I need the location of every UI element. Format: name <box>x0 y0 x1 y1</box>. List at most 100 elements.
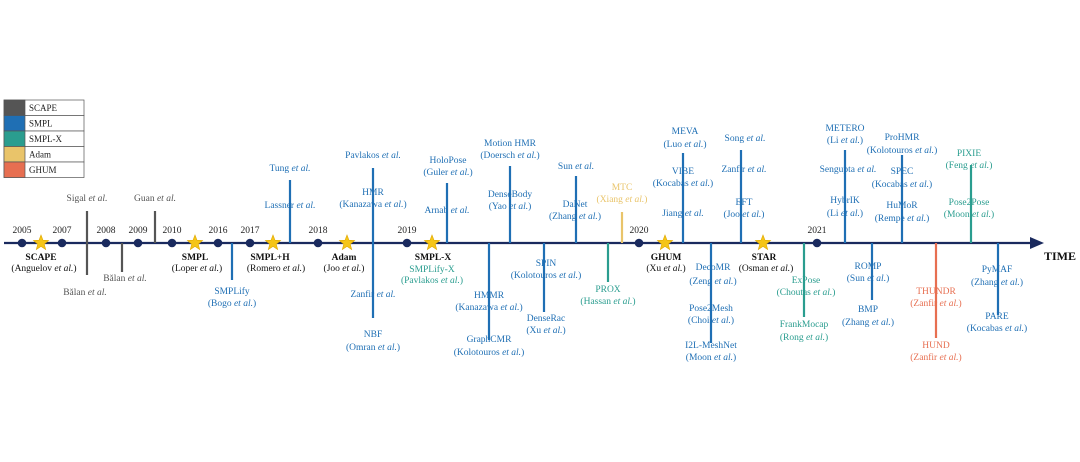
year-label-2007: 2007 <box>53 226 72 236</box>
year-dot-2010 <box>167 238 177 248</box>
method-holopose-12-name: HoloPose <box>430 156 467 166</box>
method-holopose-12-cite: (Guler et al.) <box>423 167 472 178</box>
method-eft-32-cite: (Joo et al.) <box>724 209 765 220</box>
year-dot-2018 <box>313 238 323 248</box>
method-nbf-10-cite: (Omran et al.) <box>346 342 400 353</box>
method-eft-32-name: EFT <box>736 198 753 208</box>
year-label-2009: 2009 <box>129 226 148 236</box>
method-pixie-45-name: PIXIE <box>957 149 981 159</box>
method-bmp-39-name: BMP <box>858 305 878 315</box>
method-smplify-4-cite: (Bogo et al.) <box>208 298 256 309</box>
year-label-2017: 2017 <box>241 226 260 236</box>
method-motion-hmr-16-cite: (Doersch et al.) <box>480 150 539 161</box>
method-hmr-8-cite: (Kanazawa et al.) <box>339 199 406 210</box>
milestone-cite-smpl-h: (Romero et al.) <box>247 263 305 274</box>
year-label-2020: 2020 <box>630 226 649 236</box>
legend-label-smpl: SMPL <box>29 119 53 129</box>
method-humor-42-name: HuMoR <box>886 201 918 211</box>
method-vibe-25-cite: (Kocabas et al.) <box>653 178 713 189</box>
method-decomr-27-cite: (Zeng et al.) <box>689 276 736 287</box>
method-denserac-19-cite: (Xu et al.) <box>526 325 565 336</box>
method-spin-18-cite: (Kolotouros et al.) <box>511 270 581 281</box>
method-pose2pose-46-cite: (Moon et al.) <box>944 209 994 220</box>
method-tung-et-al-5-name: Tung et al. <box>269 164 310 174</box>
milestone-star-smpl <box>186 234 204 251</box>
method-metero-35-cite: (Li et al.) <box>827 135 863 146</box>
milestone-cite-ghum: (Xu et al.) <box>646 263 685 274</box>
year-dot-2017 <box>245 238 255 248</box>
method-smplify-x-11-cite: (Pavlakos et al.) <box>401 275 463 286</box>
method-song-et-al-30-name: Song et al. <box>725 134 766 144</box>
milestone-star-smpl-x <box>423 234 441 251</box>
year-dot-2019 <box>402 238 412 248</box>
method-vibe-25-name: VIBE <box>672 167 694 177</box>
method-pose2mesh-28-name: Pose2Mesh <box>689 304 733 314</box>
year-label-2016: 2016 <box>209 226 228 236</box>
method-prox-22-name: PROX <box>595 285 620 295</box>
method-zanfir-et-al-9-name: Zanfir et al. <box>350 289 395 300</box>
method-danet-21-name: DaNet <box>563 200 588 210</box>
milestone-name-smpl: SMPL <box>182 253 208 263</box>
milestone-name-smpl-h: SMPL+H <box>250 253 290 263</box>
year-label-2008: 2008 <box>97 226 116 236</box>
method-pymaf-47-cite: (Zhang et al.) <box>971 277 1023 288</box>
method-pavlakos-et-al-7-name: Pavlakos et al. <box>345 151 401 161</box>
milestone-cite-adam: (Joo et al.) <box>324 263 365 274</box>
method-sigal-et-al-0-name: Sigal et al. <box>67 194 108 204</box>
method-densebody-17-name: DenseBody <box>488 190 533 200</box>
time-axis-label: TIME <box>1044 249 1076 263</box>
method-sengupta-et-al-36-name: Sengupta et al. <box>820 165 877 175</box>
method-pare-48-cite: (Kocabas et al.) <box>967 323 1027 334</box>
method-densebody-17-cite: (Yao et al.) <box>489 201 532 212</box>
legend-label-adam: Adam <box>29 150 51 160</box>
method-spec-41-cite: (Kocabas et al.) <box>872 179 932 190</box>
method-pymaf-47-name: PyMAF <box>982 265 1013 275</box>
method-hund-44-cite: (Zanfir et al.) <box>910 352 961 363</box>
method-pare-48-name: PARE <box>985 312 1009 322</box>
method-pose2mesh-28-cite: (Choi et al.) <box>688 315 734 326</box>
year-dot-2016 <box>213 238 223 248</box>
year-dot-2009 <box>133 238 143 248</box>
method-nbf-10-name: NBF <box>364 330 382 340</box>
method-expose-33-cite: (Choutas et al.) <box>777 287 836 298</box>
milestone-cite-smpl: (Loper et al.) <box>172 263 222 274</box>
method-hmmr-14-cite: (Kanazawa et al.) <box>455 302 522 313</box>
method-sun-et-al-20-name: Sun et al. <box>558 162 594 172</box>
method-expose-33-name: ExPose <box>792 276 821 286</box>
method-graphcmr-15-cite: (Kolotouros et al.) <box>454 347 524 358</box>
legend-swatch-smpl <box>3 115 26 132</box>
method-meva-24-name: MEVA <box>672 127 699 137</box>
year-label-2018: 2018 <box>309 226 328 236</box>
milestone-star-scape <box>32 234 50 251</box>
legend-swatch-adam <box>3 146 26 163</box>
method-hmr-8-name: HMR <box>362 188 384 198</box>
time-axis-arrow <box>1030 237 1044 249</box>
method-denserac-19-name: DenseRac <box>527 314 566 324</box>
legend-label-smpl-x: SMPL-X <box>29 134 63 144</box>
year-dot-2007 <box>57 238 67 248</box>
method-lassner-et-al-6-name: Lassner et al. <box>265 201 316 211</box>
milestone-star-smpl-h <box>264 234 282 251</box>
method-i2l-meshnet-29-cite: (Moon et al.) <box>686 352 736 363</box>
year-dot-2008 <box>101 238 111 248</box>
method-prohmr-40-name: ProHMR <box>885 133 921 143</box>
method-prox-22-cite: (Hassan et al.) <box>580 296 635 307</box>
legend-swatch-scape <box>3 99 26 116</box>
method-hybrik-37-name: HybrIK <box>830 196 860 206</box>
milestone-name-smpl-x: SMPL-X <box>415 253 452 263</box>
year-label-2021: 2021 <box>808 226 827 236</box>
method-frankmocap-34-cite: (Rong et al.) <box>780 332 828 343</box>
method-jiang-et-al-26-name: Jiang et al. <box>662 209 703 219</box>
year-dot-2021 <box>812 238 822 248</box>
milestone-name-scape: SCAPE <box>25 253 56 263</box>
year-label-2019: 2019 <box>398 226 417 236</box>
method-zanfir-et-al-31-name: Zanfir et al. <box>721 164 766 175</box>
milestone-cite-scape: (Anguelov et al.) <box>11 263 76 274</box>
method-meva-24-cite: (Luo et al.) <box>663 139 706 150</box>
method-mtc-23-name: MTC <box>612 183 633 193</box>
method-prohmr-40-cite: (Kolotouros et al.) <box>867 145 937 156</box>
method-i2l-meshnet-29-name: I2L-MeshNet <box>685 341 737 351</box>
legend-label-scape: SCAPE <box>29 103 58 113</box>
milestone-name-adam: Adam <box>332 253 357 263</box>
